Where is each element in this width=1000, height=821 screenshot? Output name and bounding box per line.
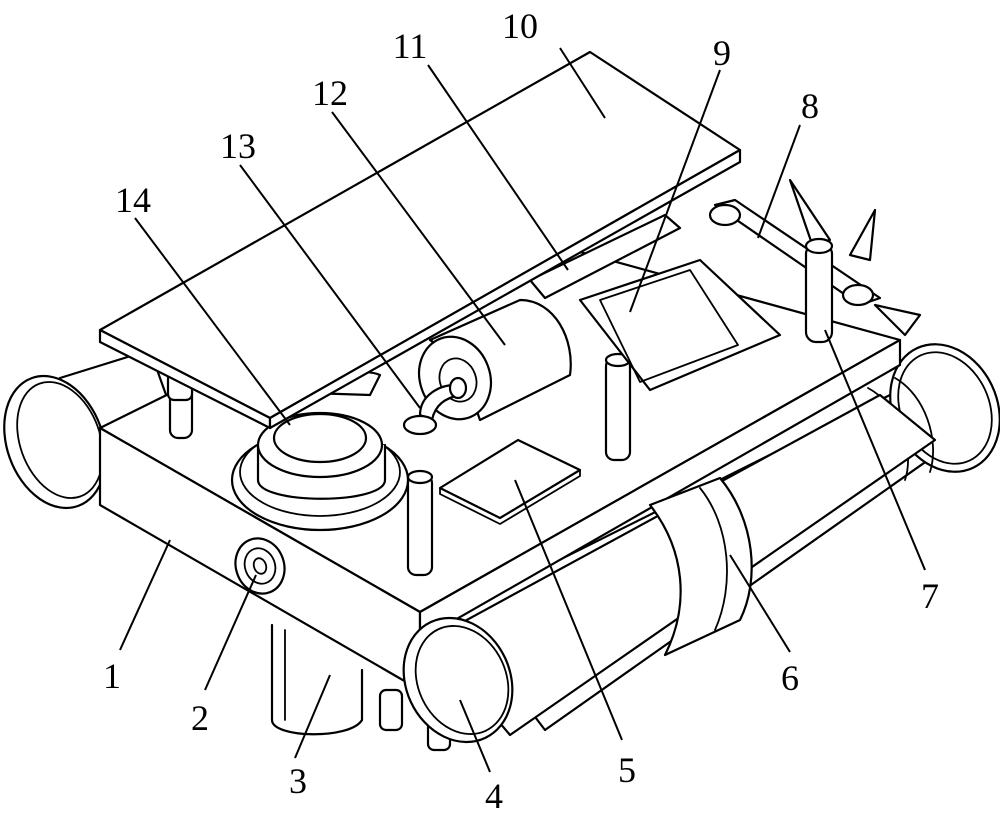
callout-7: 7 xyxy=(921,576,939,616)
callout-11: 11 xyxy=(393,26,428,66)
front-float xyxy=(402,393,937,744)
filter-tank xyxy=(230,411,410,532)
outlet-pipe xyxy=(402,376,468,436)
callout-13: 13 xyxy=(220,126,256,166)
callout-4: 4 xyxy=(485,776,503,816)
callout-5: 5 xyxy=(618,750,636,790)
callout-14: 14 xyxy=(115,180,151,220)
rear-left-float xyxy=(3,348,177,510)
antenna-post xyxy=(804,237,834,344)
storage-opening xyxy=(578,258,782,392)
callout-6: 6 xyxy=(781,658,799,698)
callout-8: 8 xyxy=(801,86,819,126)
bottom-housing xyxy=(270,623,452,752)
leader-lines xyxy=(119,47,926,773)
solar-panel xyxy=(98,50,742,430)
indicator-light xyxy=(234,537,286,595)
callout-12: 12 xyxy=(312,73,348,113)
callout-10: 10 xyxy=(502,6,538,46)
callout-1: 1 xyxy=(103,656,121,696)
callout-2: 2 xyxy=(191,698,209,738)
callout-labels: 1 2 3 4 5 6 7 8 9 10 11 12 13 14 xyxy=(103,6,939,816)
control-panel xyxy=(438,438,582,525)
float-band xyxy=(648,476,753,657)
callout-3: 3 xyxy=(289,761,307,801)
callout-9: 9 xyxy=(713,33,731,73)
